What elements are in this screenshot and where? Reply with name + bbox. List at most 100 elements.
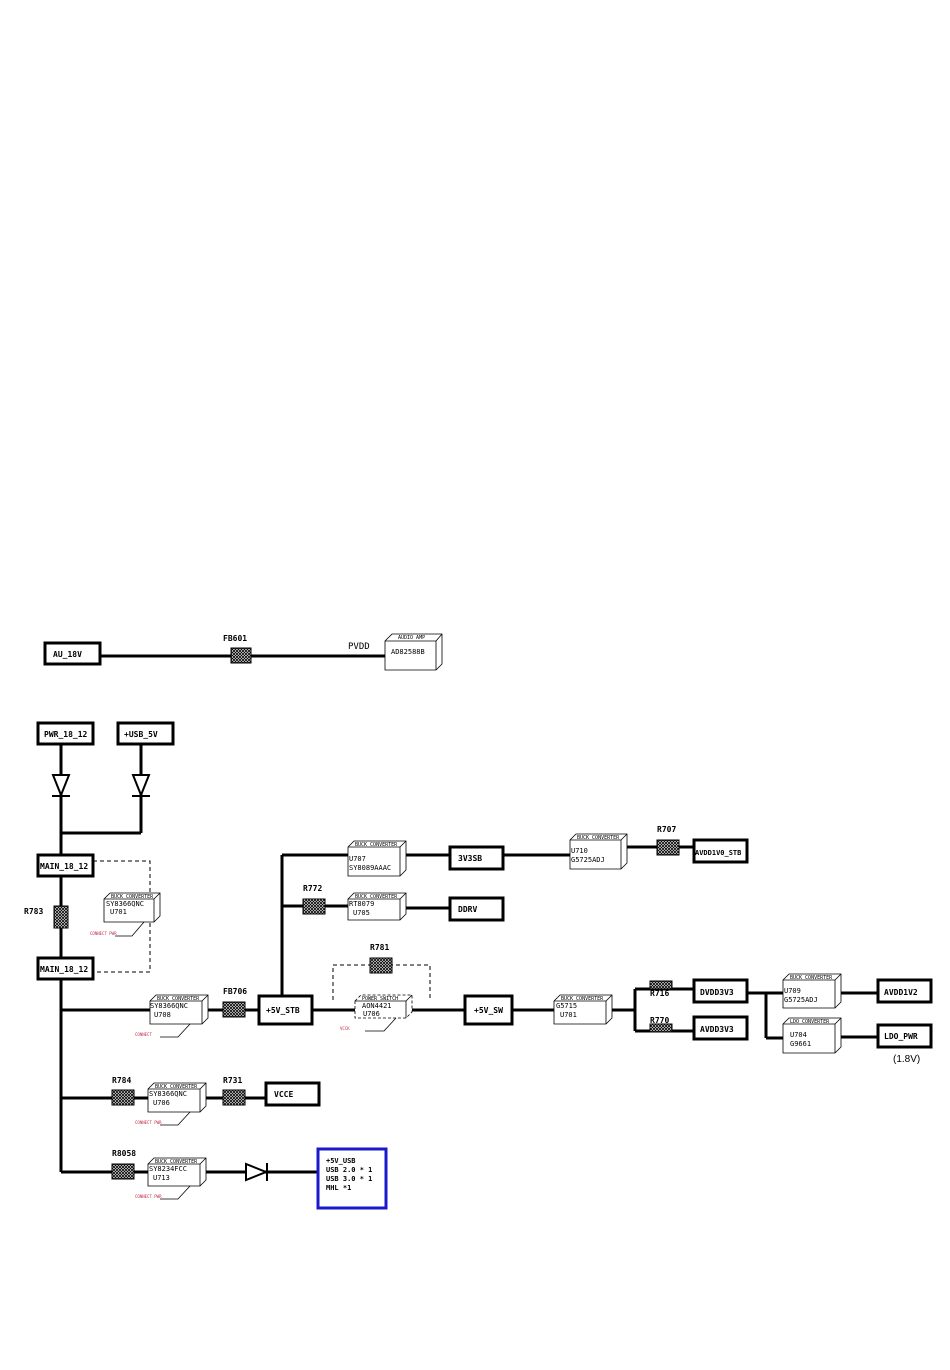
chip-u705: BUCK CONVERTER RT8079 U705	[347, 892, 407, 921]
note-leader-4	[160, 1111, 191, 1126]
chip-u713: BUCK CONVERTER SY8234FCC U713	[147, 1157, 207, 1187]
r770-resistor	[649, 1023, 673, 1033]
v5stb-label: +5V_STB	[266, 1006, 300, 1015]
chip-line2: SY8089AAAC	[349, 864, 391, 872]
chip-line2: U713	[153, 1174, 170, 1182]
chip-u707: BUCK CONVERTER U707 SY8089AAAC	[347, 840, 407, 877]
pwr1812-label: PWR_18_12	[44, 730, 88, 739]
fb706-ferrite	[222, 1001, 246, 1018]
note-leader-2	[160, 1023, 191, 1038]
vcce-box	[264, 1081, 321, 1107]
chip-line1: SY8366QNC	[106, 900, 144, 908]
usb5v-box	[116, 721, 175, 746]
chip-line2: G9661	[790, 1040, 811, 1048]
chip-line2: U705	[353, 909, 370, 917]
usb-line2: USB 2.0 * 1	[326, 1166, 372, 1174]
diode-pwr	[51, 774, 71, 798]
fb601-label: FB601	[223, 634, 247, 643]
chip-audio-amp: AUDIO AMP AD82588B	[384, 633, 443, 671]
chip-line1: RT8079	[349, 900, 374, 908]
diode-usb	[131, 774, 151, 798]
chip-line2: U701	[560, 1011, 577, 1019]
chip-line1: SY8234FCC	[149, 1165, 187, 1173]
chip-header: LDO CONVERTER	[790, 1019, 830, 1025]
r716-label: R716	[650, 989, 669, 998]
avdd1v0-label: AVDD1V0_STB	[695, 849, 741, 857]
chip-u7xx: BUCK CONVERTER G5715 U701	[553, 994, 613, 1025]
chip-header: BUCK CONVERTER	[355, 842, 398, 848]
usb-line4: MHL *1	[326, 1184, 351, 1192]
avdd3v3-box	[692, 1015, 749, 1041]
chip-header: BUCK CONVERTER	[155, 1159, 198, 1165]
v5sw-box	[463, 994, 514, 1026]
note-5: CONNECT PWR	[135, 1194, 162, 1199]
dashed-r781-bypass	[332, 964, 431, 1000]
r783-resistor	[53, 905, 69, 929]
ldopwr-label: LDO_PWR	[884, 1032, 918, 1041]
chip-line1: U707	[349, 855, 366, 863]
r707-label: R707	[657, 825, 676, 834]
usb-output-box	[316, 1147, 388, 1210]
usb5v-label: +USB_5V	[124, 730, 158, 739]
r8058-label: R8058	[112, 1149, 136, 1158]
r707-resistor	[656, 839, 680, 856]
r781-resistor	[369, 957, 393, 974]
chip-line2: U708	[154, 1011, 171, 1019]
ddrv-label: DDRV	[458, 905, 477, 914]
fb601-ferrite	[230, 647, 252, 664]
r770-label: R770	[650, 1016, 669, 1025]
chip-line1: G5715	[556, 1002, 577, 1010]
note-4: CONNECT PWR	[135, 1120, 162, 1125]
r781-label: R781	[370, 943, 389, 952]
note-leader-1	[115, 921, 145, 937]
dvdd3v3-label: DVDD3V3	[700, 988, 734, 997]
ddrv-box	[448, 896, 505, 922]
chip-line1: U704	[790, 1031, 807, 1039]
chip-line1: SY8366QNC	[149, 1090, 187, 1098]
chip-line2: G5725ADJ	[571, 856, 605, 864]
chip-line2: G5725ADJ	[784, 996, 818, 1004]
chip-line1: SY8366QNC	[150, 1002, 188, 1010]
r784-resistor	[111, 1089, 135, 1106]
main1812b-label: MAIN_18_12	[40, 965, 88, 974]
chip-header: BUCK CONVERTER	[790, 975, 833, 981]
chip-line2: U706	[153, 1099, 170, 1107]
main1812b-box	[36, 956, 95, 981]
chip-header: AUDIO AMP	[398, 635, 425, 641]
note-3: VCCK	[340, 1026, 350, 1031]
ldopwr-box	[876, 1023, 933, 1049]
vcce-label: VCCE	[274, 1090, 293, 1099]
note-leader-5	[160, 1185, 191, 1200]
diode-usb-out	[245, 1162, 269, 1182]
chip-u701: BUCK CONVERTER SY8366QNC U701	[103, 892, 161, 923]
main1812a-box	[36, 853, 95, 878]
avdd1v2-box	[876, 978, 933, 1004]
chip-header: POWER SWITCH	[362, 996, 398, 1002]
chip-header: BUCK CONVERTER	[355, 894, 398, 900]
v3v3sb-label: 3V3SB	[458, 854, 482, 863]
avdd1v0-box	[692, 838, 749, 864]
r772-label: R772	[303, 884, 322, 893]
chip-line2: U701	[110, 908, 127, 916]
chip-line2: U706	[363, 1010, 380, 1018]
r784-label: R784	[112, 1076, 131, 1085]
chip-header: BUCK CONVERTER	[577, 835, 620, 841]
chip-header: BUCK CONVERTER	[111, 894, 154, 900]
chip-line1: AD82588B	[391, 648, 425, 656]
chip-u709: BUCK CONVERTER U709 G5725ADJ	[782, 973, 842, 1009]
v5sw-label: +5V_SW	[474, 1006, 503, 1015]
chip-u708: BUCK CONVERTER SY8366QNC U708	[149, 994, 209, 1025]
chip-header: BUCK CONVERTER	[561, 996, 604, 1002]
chip-u706: BUCK CONVERTER SY8366QNC U706	[147, 1082, 207, 1113]
r783-label: R783	[24, 907, 43, 916]
note-leader-3	[365, 1017, 397, 1032]
chip-u706-switch: POWER SWITCH AON4421 U706	[354, 994, 413, 1019]
r8058-resistor	[111, 1163, 135, 1180]
au18v-label: AU_18V	[53, 650, 82, 659]
fb706-label: FB706	[223, 987, 247, 996]
voltage-note: (1.8V)	[893, 1054, 920, 1065]
au18v-box	[43, 641, 102, 666]
dvdd3v3-box	[692, 978, 749, 1004]
pwr1812-box	[36, 721, 95, 746]
